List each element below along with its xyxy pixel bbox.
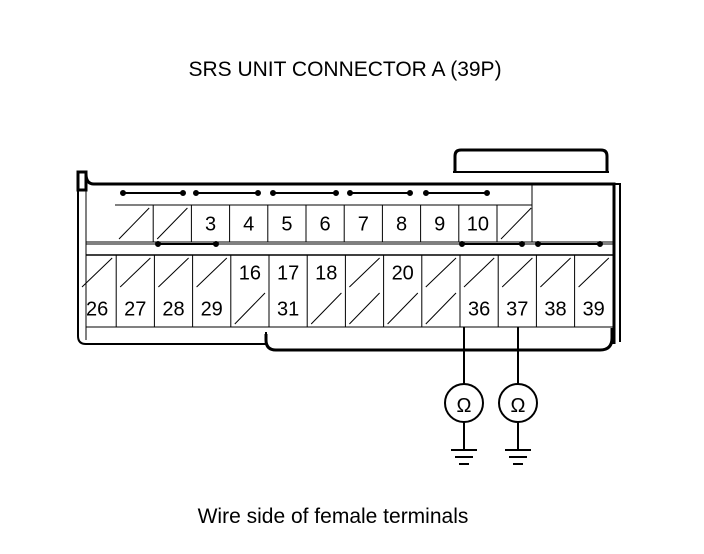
lock-bar-end (535, 241, 541, 247)
unused-terminal-slash (234, 292, 266, 325)
terminal-number: 31 (277, 299, 299, 321)
terminal-number: 27 (124, 299, 146, 321)
unused-terminal-slash (500, 207, 532, 240)
unused-terminal-slash (425, 257, 457, 288)
unused-terminal-slash (119, 257, 151, 288)
terminal-number: 29 (201, 299, 223, 321)
diagram-title: SRS UNIT CONNECTOR A (39P) (188, 58, 502, 81)
terminal-cells: 3 4 5 6 7 8 9 10 16 17 18 20 26 27 28 29 31 36 37 38 39 (81, 207, 610, 325)
lock-bar-end (459, 241, 465, 247)
unused-terminal-slash (349, 292, 380, 325)
terminal-number: 7 (358, 214, 369, 236)
terminal-number: 4 (243, 214, 254, 236)
unused-terminal-slash (196, 257, 228, 288)
unused-terminal-slash (463, 257, 495, 288)
terminal-number: 10 (467, 214, 489, 236)
unused-terminal-slash (156, 207, 188, 240)
terminal-number: 8 (396, 214, 407, 236)
terminal-number: 36 (468, 299, 490, 321)
lock-bar-end (423, 190, 429, 196)
connector-housing (76, 148, 621, 352)
terminal-number: 28 (162, 299, 184, 321)
terminal-number: 17 (277, 263, 299, 285)
terminal-number: 3 (205, 214, 216, 236)
lock-bar-end (484, 190, 490, 196)
terminal-number: 38 (544, 299, 566, 321)
lock-bar-end (155, 241, 161, 247)
lock-bar-end (407, 190, 413, 196)
unused-terminal-slash (118, 207, 150, 240)
terminal-number: 6 (320, 214, 331, 236)
unused-terminal-slash (158, 257, 189, 288)
terminal-number: 16 (239, 263, 261, 285)
ohm-symbol: Ω (457, 395, 472, 417)
lock-bar-end (347, 190, 353, 196)
terminal-number: 39 (583, 299, 605, 321)
lock-bar-end (333, 190, 339, 196)
terminal-number: 9 (434, 214, 445, 236)
unused-terminal-slash (578, 257, 610, 288)
ohm-symbol: Ω (511, 395, 526, 417)
unused-terminal-slash (501, 257, 533, 288)
unused-terminal-slash (387, 292, 419, 325)
unused-terminal-slash (349, 257, 380, 288)
lock-bar-end (519, 241, 525, 247)
lock-bar-end (255, 190, 261, 196)
unused-terminal-slash (310, 292, 342, 325)
terminal-number: 37 (506, 299, 528, 321)
lock-bar-end (180, 190, 186, 196)
lock-bar-end (213, 241, 219, 247)
lock-bar-end (270, 190, 276, 196)
unused-terminal-slash (81, 257, 113, 288)
terminal-number: 26 (86, 299, 108, 321)
terminal-number: 5 (281, 214, 292, 236)
unused-terminal-slash (425, 292, 457, 325)
unused-terminal-slash (540, 257, 571, 288)
diagram-caption: Wire side of female terminals (197, 505, 469, 528)
lock-bar-end (193, 190, 199, 196)
terminal-grid (86, 184, 614, 328)
lock-bar-end (120, 190, 126, 196)
terminal-number: 18 (315, 263, 337, 285)
lock-bars (120, 190, 603, 247)
lock-bar-end (597, 241, 603, 247)
terminal-number: 20 (392, 263, 414, 285)
